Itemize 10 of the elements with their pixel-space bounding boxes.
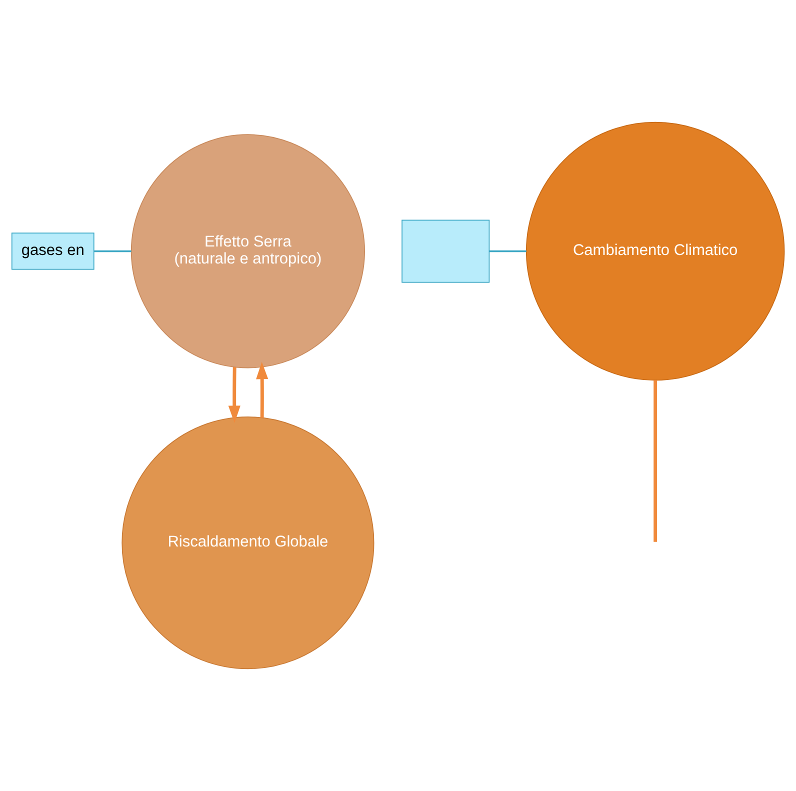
arrow [228, 367, 240, 424]
connector [654, 380, 658, 542]
arrow [256, 362, 268, 418]
node-circle: Effetto Serra (naturale e antropico) [130, 134, 365, 368]
node-box [402, 220, 490, 283]
node-circle: Riscaldamento Globale [122, 416, 374, 670]
node-circle: Cambiamento Climatico [526, 122, 785, 381]
connector [94, 250, 132, 252]
connector [489, 250, 526, 252]
node-box: gases en [11, 232, 94, 270]
